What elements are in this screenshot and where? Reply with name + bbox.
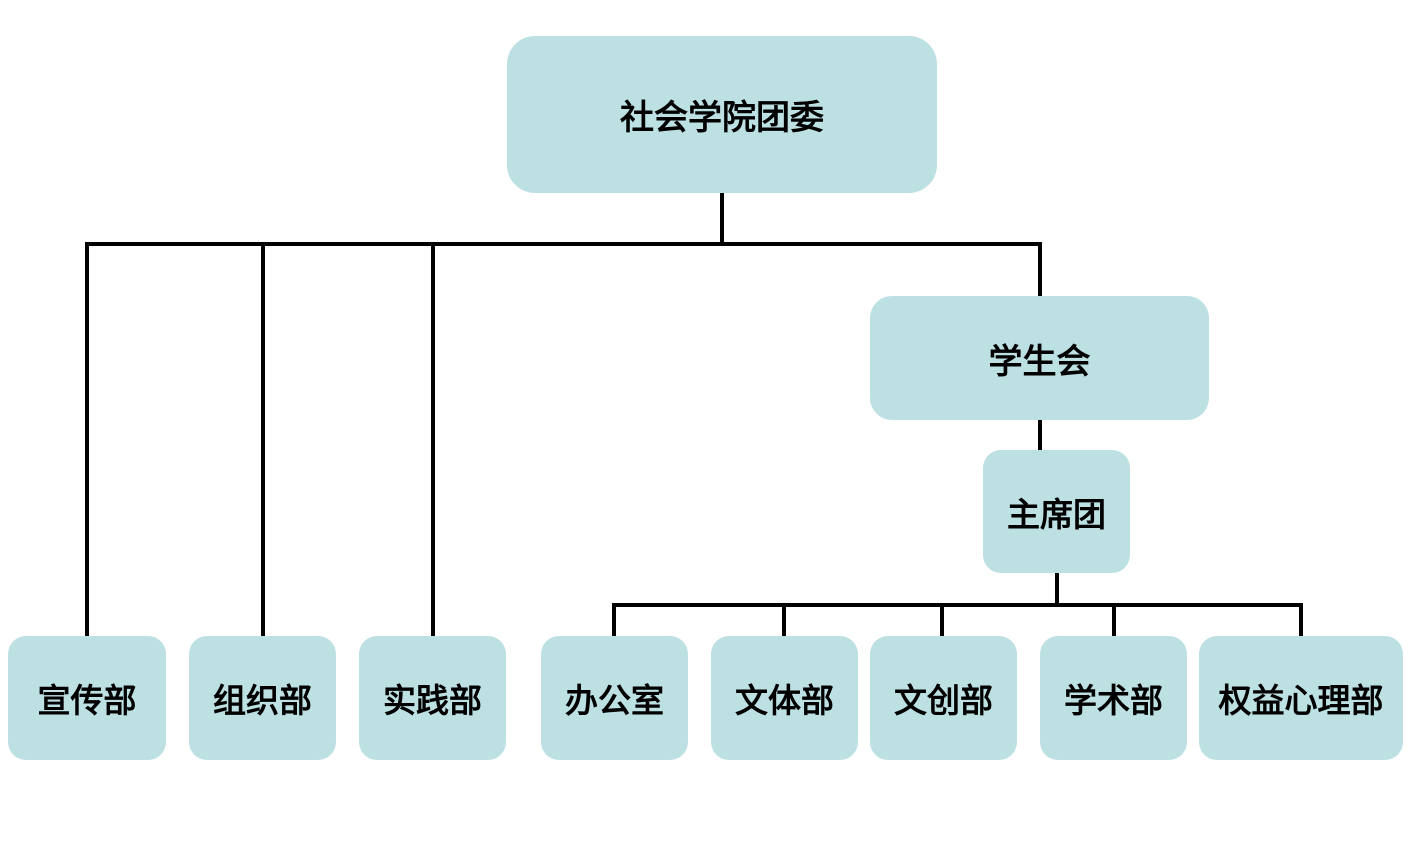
node-dept-bangong: 办公室 [541, 636, 688, 760]
node-presidium: 主席团 [983, 450, 1130, 573]
node-presidium-label: 主席团 [1007, 494, 1106, 534]
node-dept-wenchuang: 文创部 [870, 636, 1017, 760]
node-dept-quanyi: 权益心理部 [1199, 636, 1403, 760]
node-dept-label: 文体部 [735, 681, 834, 720]
node-student-union: 学生会 [870, 296, 1209, 420]
node-dept-label: 权益心理部 [1218, 681, 1384, 720]
node-dept-wenti: 文体部 [711, 636, 858, 760]
node-root-label: 社会学院团委 [620, 98, 824, 138]
node-dept-label: 文创部 [894, 681, 993, 720]
node-dept-xueshu: 学术部 [1040, 636, 1187, 760]
node-dept-shijian: 实践部 [359, 636, 506, 760]
node-dept-label: 学术部 [1064, 681, 1163, 720]
node-dept-label: 宣传部 [37, 681, 137, 720]
node-dept-zuzhi: 组织部 [189, 636, 336, 760]
node-dept-label: 办公室 [565, 681, 664, 720]
node-root: 社会学院团委 [507, 36, 937, 193]
node-dept-label: 组织部 [213, 681, 312, 720]
node-dept-xuanchuan: 宣传部 [8, 636, 166, 760]
node-student-union-label: 学生会 [988, 341, 1091, 382]
node-dept-label: 实践部 [383, 681, 482, 720]
